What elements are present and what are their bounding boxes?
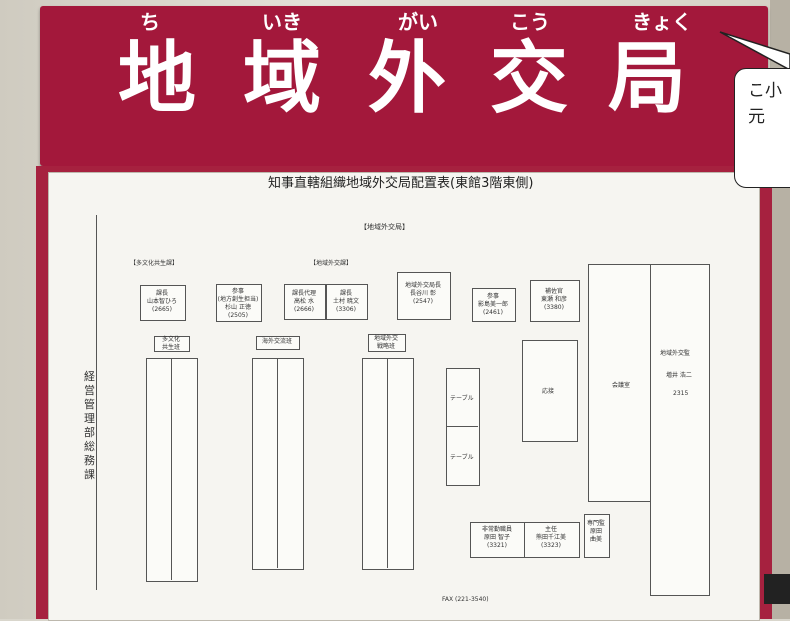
kanji-gai: 外	[368, 34, 447, 124]
ruby-kou: こう	[510, 10, 550, 34]
kaigai-team-text: 海外交流班	[261, 338, 292, 345]
ruby-gai: がい	[398, 10, 438, 34]
kaigai-desk-divider	[277, 358, 278, 568]
division-mid-label: 【地域外交課】	[310, 260, 353, 267]
kanji-chi: 地	[118, 34, 197, 124]
sanji-right-box	[472, 288, 516, 322]
senryaku-team-box	[368, 334, 406, 352]
department-sign	[40, 6, 768, 166]
dark-object	[764, 574, 790, 604]
ruby-iki: いき	[262, 10, 302, 34]
kacho-dairi-box	[284, 284, 326, 320]
kaigai-team-box	[256, 336, 300, 350]
meeting-room-label: 会議室	[612, 382, 631, 389]
table-split	[446, 426, 478, 427]
table-right-label: テーブル	[450, 454, 474, 461]
senryaku-team-text: 地域外交 戦略班	[373, 335, 398, 350]
hosakan-box	[530, 280, 580, 322]
bubble-tail	[719, 31, 790, 71]
kanji-kyoku: 局	[608, 34, 687, 124]
tabunka-team-box	[154, 336, 190, 352]
hosakan-text: 補佐官 東瀬 和彦 (3380)	[541, 288, 567, 311]
director-ext: 2315	[673, 390, 689, 397]
kyokucho-text: 地域外交局長 長谷川 彰 (2547)	[404, 282, 441, 305]
tabunka-desks	[146, 358, 198, 582]
kaigai-desks	[252, 358, 304, 570]
ruby-kyoku: きょく	[632, 10, 692, 34]
reception-label: 応接	[542, 388, 555, 395]
bottom-pair-a-box	[470, 522, 526, 558]
reception-box	[522, 340, 578, 442]
kyokucho-box	[397, 272, 451, 320]
chart-title: 知事直轄組織地域外交局配置表(東館3階東側)	[268, 176, 534, 191]
fax-number: FAX (221-3540)	[442, 596, 489, 603]
tabunka-desk-divider	[171, 358, 172, 580]
tabunka-team-text: 多文化 共生班	[161, 336, 180, 351]
sanji-right-text: 参事 影島美一郎 (2461)	[477, 293, 508, 316]
table-column	[446, 368, 480, 486]
senryaku-desk-divider	[387, 358, 388, 568]
kacho-mid-text: 課長 土村 暁文 (3306)	[333, 290, 359, 313]
speech-bubble-text: こ小元	[748, 81, 782, 127]
ruby-chi: ち	[140, 10, 160, 34]
director-name: 増井 浩二	[666, 372, 692, 379]
senmonin-box	[584, 514, 610, 558]
senmonin-text: 専門監 原田 曲美	[586, 520, 605, 543]
bottom-pair-b-box	[524, 522, 580, 558]
bottom-pair-b-text: 主任 熊田千江美 (3323)	[535, 526, 566, 549]
kacho-left-box	[140, 285, 186, 321]
bottom-pair-a-text: 非常勤職員 原田 智子 (3321)	[481, 526, 512, 549]
speech-bubble	[734, 68, 790, 188]
kacho-left-text: 課長 山本智ひろ (2665)	[146, 290, 177, 313]
director-title: 地域外交監	[660, 350, 691, 357]
kanji-kou: 交	[490, 34, 569, 124]
meeting-room-box	[588, 264, 652, 502]
side-divider	[96, 215, 97, 590]
side-label: 経営管理部総務課	[84, 370, 95, 481]
director-room-box	[650, 264, 710, 596]
kacho-mid-box	[326, 284, 368, 320]
sanji-mid-box	[216, 284, 262, 322]
bureau-label: 【地域外交局】	[360, 223, 409, 231]
table-left-label: テーブル	[450, 395, 474, 402]
sanji-mid-text: 参事 (地方創生担当) 杉山 正徳 (2505)	[217, 288, 259, 319]
division-left-label: 【多文化共生課】	[130, 260, 179, 267]
kacho-dairi-text: 課長代理 高松 水 (2666)	[291, 290, 316, 313]
kanji-iki: 域	[243, 34, 322, 124]
senryaku-desks	[362, 358, 414, 570]
